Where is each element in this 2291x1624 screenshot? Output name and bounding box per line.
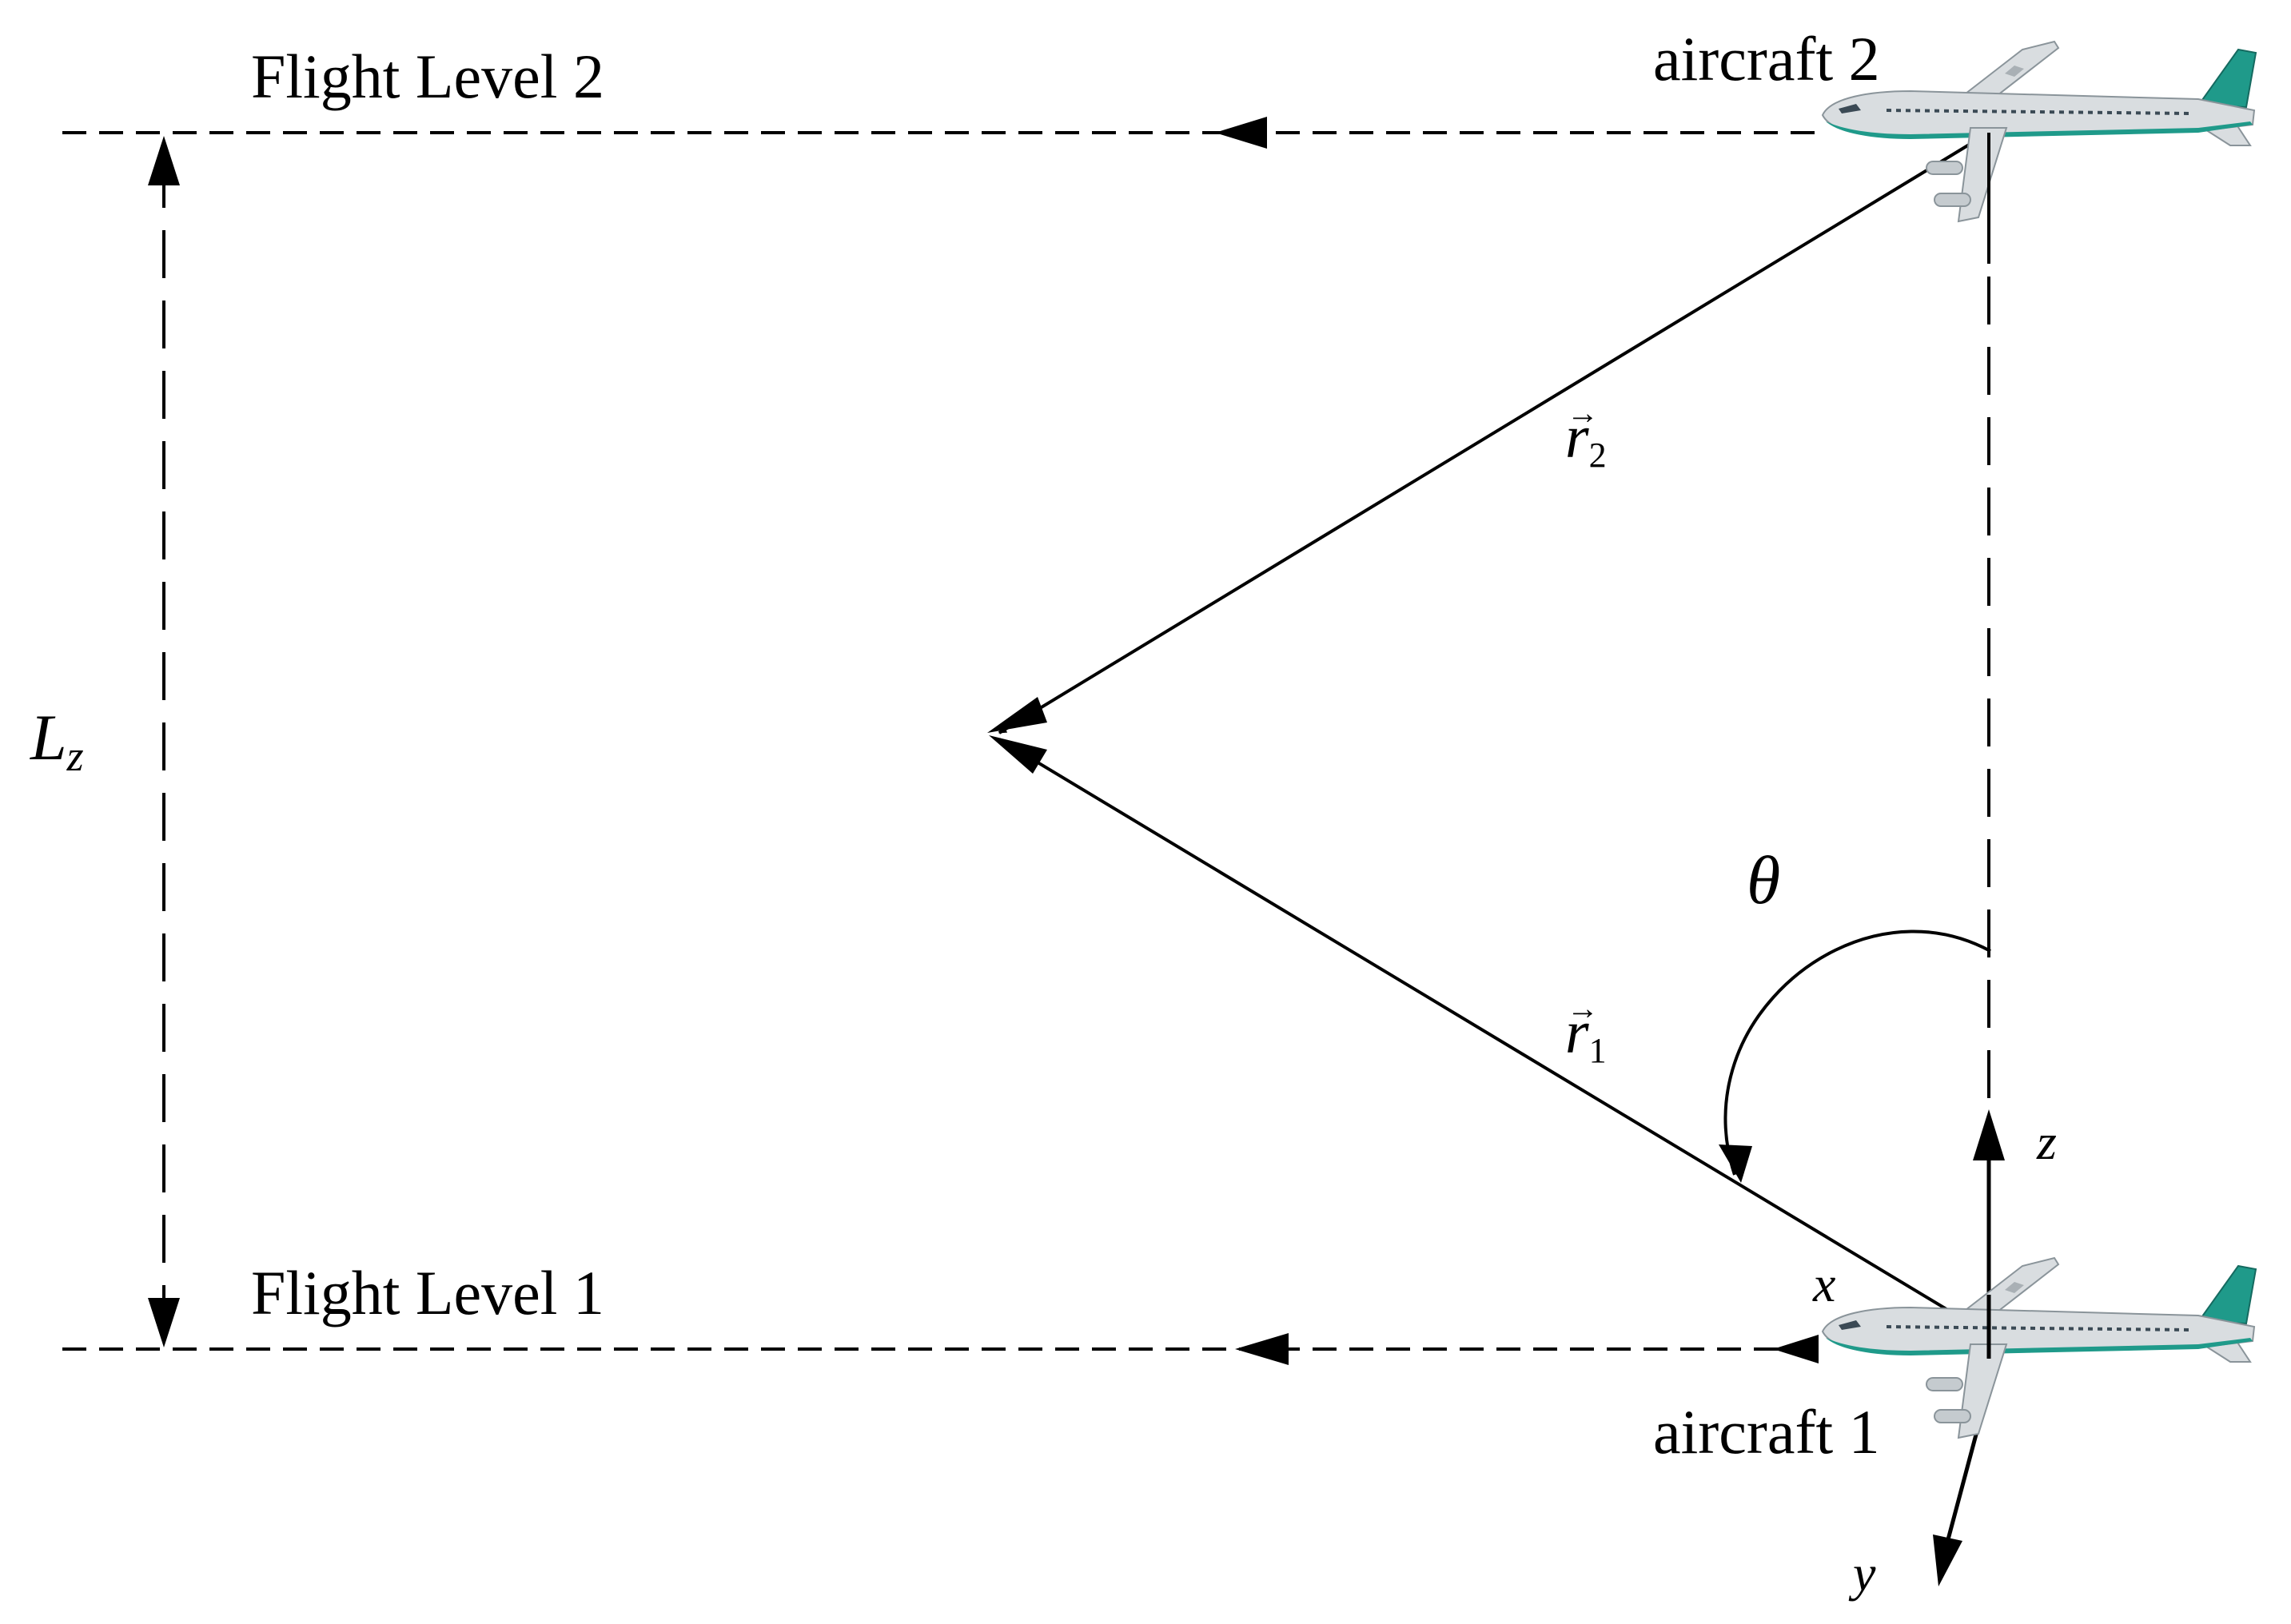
flight-level-1-direction-arrow — [1235, 1333, 1289, 1365]
vector-r2-subscript: 2 — [1589, 436, 1607, 475]
aircraft-1 — [1821, 1256, 2257, 1439]
flight-level-1-label: Flight Level 1 — [251, 1258, 604, 1327]
vector-r2-symbol: r — [1565, 404, 1589, 471]
vector-r1 — [998, 738, 2014, 1351]
separation-label: Lz — [30, 701, 84, 780]
vector-r1-subscript: 1 — [1589, 1031, 1607, 1070]
aircraft-2-label: aircraft 2 — [1653, 24, 1880, 94]
vector-r1-label: r1 — [1565, 999, 1607, 1070]
vector-r2-label: r2 — [1565, 404, 1607, 475]
flight-level-2-direction-arrow — [1215, 117, 1267, 149]
vector-r2-arrowhead — [987, 697, 1047, 733]
theta-arc-arrowhead — [1719, 1144, 1752, 1183]
theta-label: θ — [1747, 842, 1780, 918]
vector-r1-mark: → — [1567, 990, 1599, 1026]
axis-y-label: y — [1848, 1545, 1876, 1602]
vector-r1-symbol: r — [1565, 999, 1589, 1066]
vector-r2-mark: → — [1567, 395, 1599, 431]
flight-level-2-label: Flight Level 2 — [251, 42, 604, 111]
axis-z-label: z — [2036, 1113, 2057, 1170]
vector-r2 — [998, 131, 1990, 734]
separation-symbol: L — [30, 701, 67, 774]
axis-z-arrowhead — [1973, 1109, 2005, 1160]
separation-arrow-bottom — [148, 1298, 180, 1347]
axis-y-arrowhead — [1933, 1534, 1962, 1586]
separation-subscript: z — [66, 732, 84, 780]
vector-r1-arrowhead — [989, 735, 1047, 774]
axis-x-label: x — [1812, 1256, 1835, 1312]
aircraft-1-x-arrow — [1773, 1335, 1819, 1363]
separation-arrow-top — [148, 136, 180, 185]
aircraft-1-label: aircraft 1 — [1653, 1397, 1880, 1467]
theta-arc — [1723, 929, 1991, 1176]
